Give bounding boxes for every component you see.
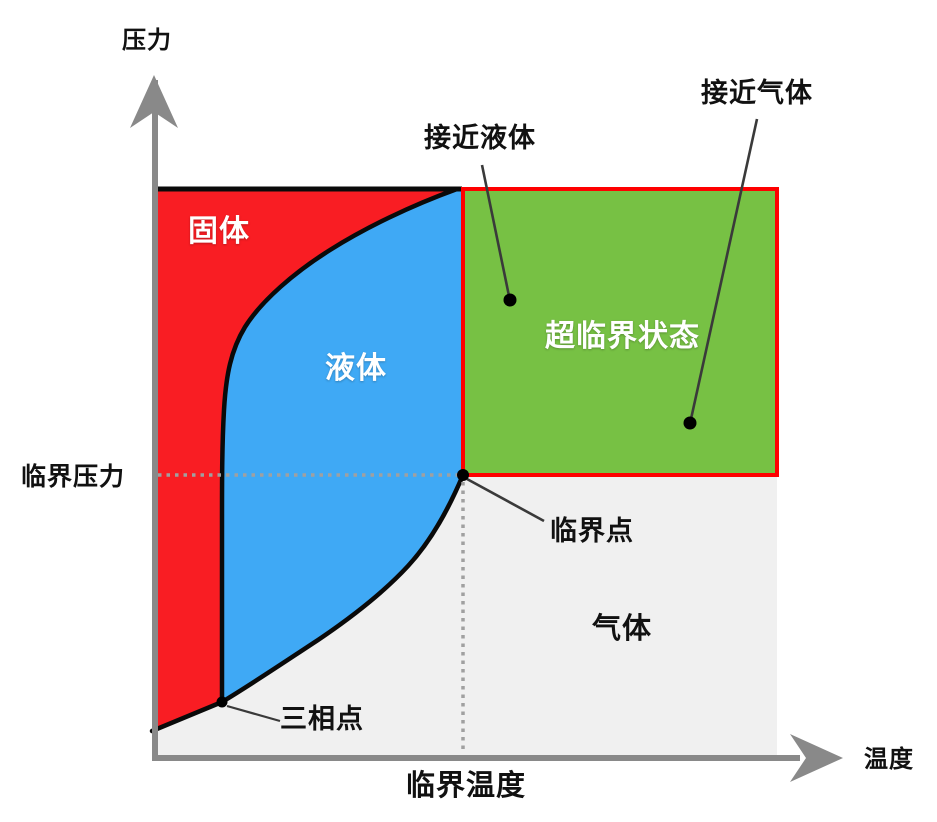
near-liquid-label: 接近液体 <box>424 123 536 154</box>
x-axis-arrowhead <box>790 734 843 782</box>
solid-region-label: 固体 <box>188 214 250 249</box>
near-gas-dot <box>683 416 697 430</box>
near-gas-pointer-line <box>689 118 759 420</box>
pressure-axis-label: 压力 <box>122 26 172 54</box>
critical-temperature-label: 临界温度 <box>406 768 527 802</box>
melting-curve <box>219 186 460 705</box>
temperature-axis-label: 温度 <box>864 745 914 773</box>
vaporization-curve <box>219 472 466 705</box>
gas-region-label: 气体 <box>592 611 653 645</box>
critical-point-dot <box>457 469 469 481</box>
near-gas-label: 接近气体 <box>701 78 813 109</box>
y-axis-arrowhead <box>130 75 178 128</box>
near-liquid-dot <box>503 293 517 307</box>
triple-point-dot <box>216 696 228 708</box>
near-liquid-pointer-line <box>480 164 511 297</box>
supercritical-region <box>461 187 779 477</box>
liquid-region <box>222 189 466 702</box>
liquid-region-label: 液体 <box>325 351 387 386</box>
critical-point-pointer-line <box>466 477 545 523</box>
critical-pressure-label: 临界压力 <box>21 462 126 491</box>
triple-point-pointer-line <box>226 704 281 723</box>
sublimation-curve <box>149 699 225 734</box>
supercritical-region-label: 超临界状态 <box>545 319 700 354</box>
triple-point-label: 三相点 <box>280 704 364 735</box>
solid-region <box>152 189 457 731</box>
critical-point-label: 临界点 <box>550 516 634 547</box>
